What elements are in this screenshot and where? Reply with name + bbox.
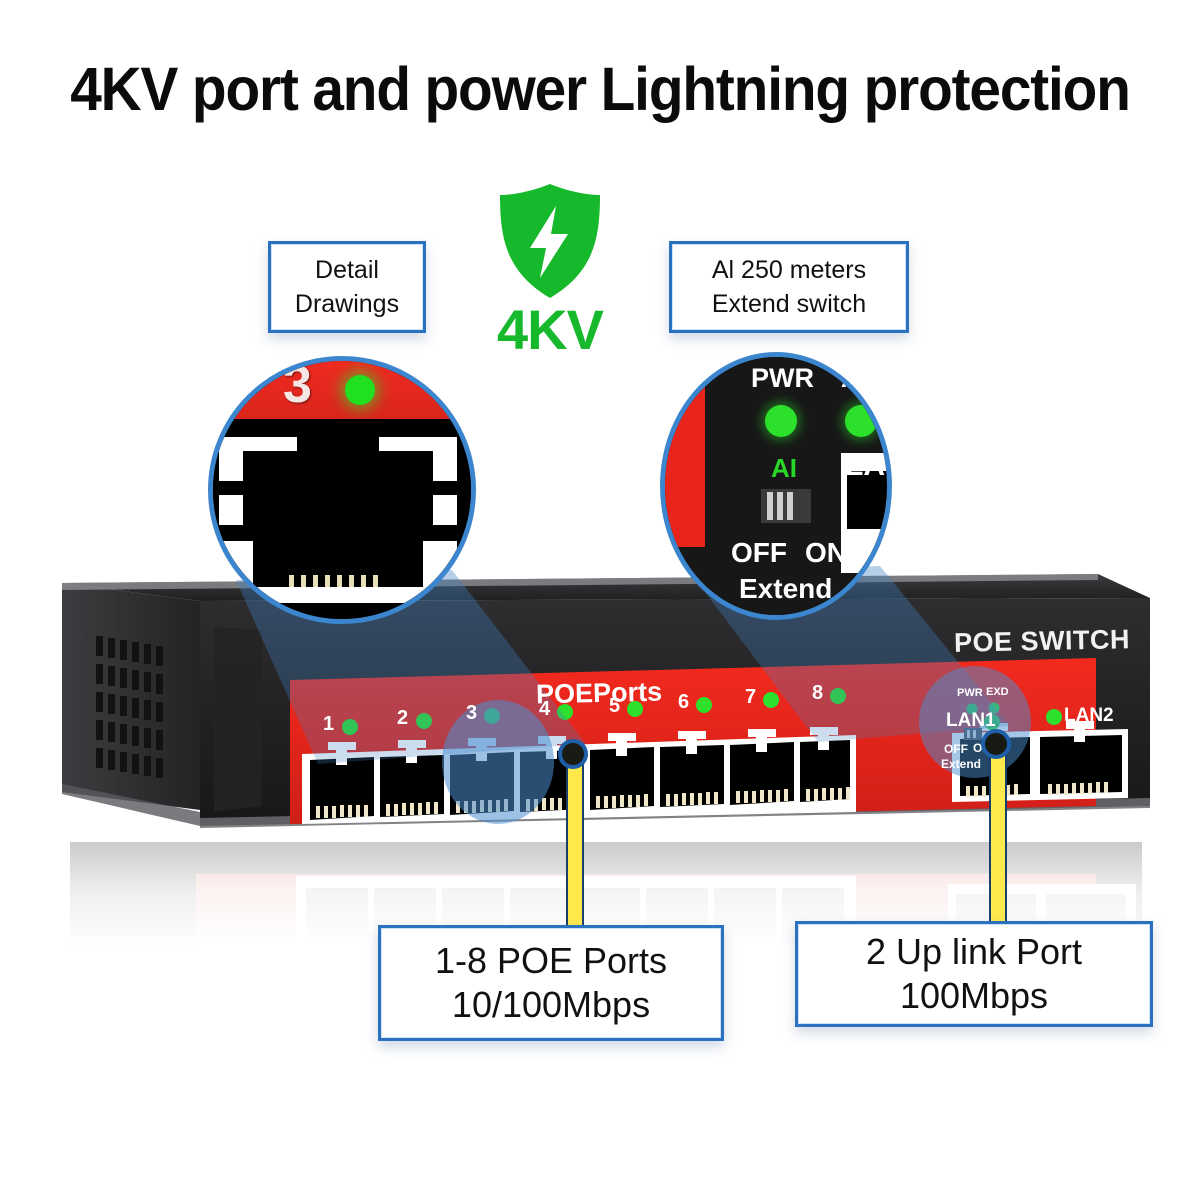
callout-ai-extend: Al 250 meters Extend switch	[669, 241, 909, 333]
poe-port-number-1: 1	[323, 713, 335, 735]
callout-uplink-ports: 2 Up link Port 100Mbps	[795, 921, 1153, 1027]
lan2-label: LAN2	[1064, 705, 1114, 726]
magnified-on-label: ON	[805, 537, 847, 568]
magnified-red-panel	[213, 361, 471, 421]
magnifier-switch-detail: PWR AI AI OFF ON Extend LA	[660, 352, 892, 620]
magnified-pwr-label: PWR	[751, 363, 814, 393]
magnified-ai-led	[845, 405, 877, 437]
poe-port-number-3: 3	[466, 702, 478, 724]
poe-port-number-8: 8	[812, 682, 824, 704]
poeports-label: POEPorts	[535, 676, 663, 710]
pointer-line-poe	[566, 752, 584, 938]
callout-poe-ports: 1-8 POE Ports 10/100Mbps	[378, 925, 724, 1041]
callout-poe-line1: 1-8 POE Ports	[434, 940, 668, 982]
indicator-off-label: OFF	[944, 742, 968, 756]
vent-slots	[96, 636, 163, 778]
magnified-port-number: 3	[283, 356, 312, 414]
callout-uplink-line2: 100Mbps	[899, 975, 1049, 1016]
callout-uplink-line1: 2 Up link Port	[865, 931, 1083, 973]
poe-port-number-4: 4	[539, 698, 551, 720]
pointer-marker-uplink	[981, 729, 1011, 759]
magnified-port-led	[345, 375, 375, 405]
magnified-jack-background	[213, 419, 471, 619]
callout-detail-drawings: Detail Drawings	[268, 241, 426, 333]
magnified-lan-port	[841, 453, 887, 573]
pointer-line-uplink	[989, 742, 1007, 934]
magnified-ai-switch-label: AI	[771, 453, 797, 483]
magnifier-port-detail: 3	[208, 356, 476, 624]
page-title: 4KV port and power Lightning protection	[70, 55, 1131, 123]
pointer-marker-poe	[558, 739, 588, 769]
lan1-label: LAN1	[946, 710, 996, 731]
poe-port-number-6: 6	[678, 691, 690, 713]
callout-ai-line2: Extend switch	[711, 290, 867, 318]
poe-port-number-2: 2	[397, 707, 409, 729]
magnified-pwr-led	[765, 405, 797, 437]
magnified-red-edge	[665, 357, 705, 547]
chassis-left-side	[62, 583, 200, 810]
lightning-protection-badge: 4KV	[480, 180, 620, 365]
port3-highlight	[442, 700, 554, 824]
magnified-rj45-jack	[213, 425, 463, 615]
badge-text: 4KV	[497, 298, 604, 361]
poe-port-number-5: 5	[609, 695, 621, 717]
magnified-lan-label: LA	[845, 449, 885, 482]
magnified-extend-label: Extend	[739, 573, 833, 604]
callout-poe-line2: 10/100Mbps	[451, 984, 651, 1025]
magnified-ai-label: AI	[841, 363, 868, 393]
lan2-led	[1046, 709, 1062, 725]
callout-detail-line1: Detail	[315, 255, 379, 284]
callout-detail-line2: Drawings	[294, 290, 400, 318]
brand-label: POE SWITCH	[953, 624, 1131, 658]
magnified-off-label: OFF	[731, 537, 787, 568]
shield-lightning-icon	[500, 184, 600, 298]
callout-ai-line1: Al 250 meters	[711, 255, 867, 284]
indicator-pwr-label: PWR	[957, 687, 983, 699]
poe-port-number-7: 7	[745, 686, 757, 708]
magnified-dip-switch	[761, 489, 811, 523]
indicator-extend-label: Extend	[941, 757, 982, 771]
indicator-exd-label: EXD	[986, 686, 1009, 698]
